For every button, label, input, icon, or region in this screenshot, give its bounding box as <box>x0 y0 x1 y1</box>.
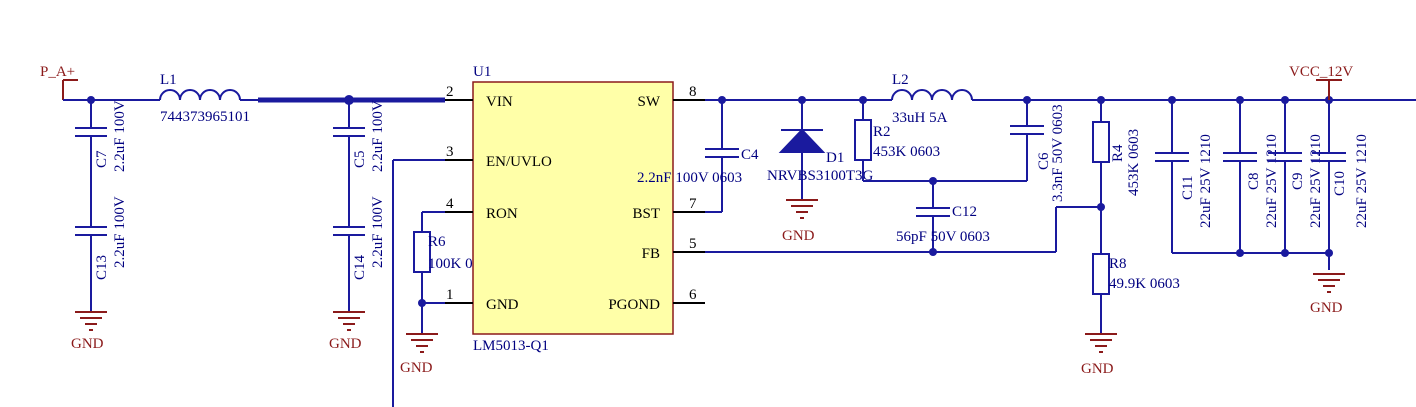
c13-value: 2.2uF 100V <box>112 196 128 268</box>
pin-name-pgond: PGOND <box>608 297 660 313</box>
c12-ref: C12 <box>952 204 977 220</box>
pin-number-bst: 7 <box>689 196 697 212</box>
c9-value: 22uF 25V 1210 <box>1308 134 1324 228</box>
c10-ref: C10 <box>1332 171 1348 196</box>
c5-ref: C5 <box>352 150 368 168</box>
c11-ref: C11 <box>1180 176 1196 200</box>
ground-label-5: GND <box>1081 361 1114 377</box>
c6-value: 3.3nF 50V 0603 <box>1050 104 1066 202</box>
ground-label-2: GND <box>329 336 362 352</box>
inductor-l2: L2 33uH 5A <box>891 72 973 126</box>
c8-ref: C8 <box>1246 172 1262 190</box>
capacitor-c4: C4 2.2nF 100V 0603 <box>637 100 759 213</box>
c14-ref: C14 <box>352 254 368 280</box>
pin-name-en: EN/UVLO <box>486 154 552 170</box>
output-rail <box>972 96 1416 104</box>
fb-wire <box>705 206 1101 253</box>
l1-value: 744373965101 <box>160 109 250 125</box>
output-power-label: VCC_12V <box>1289 64 1353 80</box>
c9-ref: C9 <box>1290 172 1306 190</box>
pin-number-fb: 5 <box>689 236 697 252</box>
resistor-r2: R2 453K 0603 <box>854 100 1027 185</box>
pin-number-vin: 2 <box>446 84 454 100</box>
r8-value: 49.9K 0603 <box>1109 276 1180 292</box>
r2-ref: R2 <box>873 124 891 140</box>
ground-label-6: GND <box>1310 300 1343 316</box>
inductor-l1: L1 744373965101 <box>159 72 250 125</box>
pin-number-sw: 8 <box>689 84 697 100</box>
c7-ref: C7 <box>94 150 110 168</box>
pin-number-en: 3 <box>446 144 454 160</box>
pin-name-bst: BST <box>632 206 660 222</box>
r4-ref: R4 <box>1110 144 1126 162</box>
ground-symbol-2: GND <box>329 311 365 352</box>
d1-ref: D1 <box>826 150 844 166</box>
ground-symbol-1: GND <box>71 311 107 352</box>
output-power-port: VCC_12V <box>1289 64 1353 100</box>
c12-value: 56pF 50V 0603 <box>896 229 990 245</box>
c5-value: 2.2uF 100V <box>370 100 386 172</box>
r2-value: 453K 0603 <box>873 144 940 160</box>
capacitor-c6: C6 3.3nF 50V 0603 <box>1010 100 1066 202</box>
l1-ref: L1 <box>160 72 177 88</box>
ground-symbol-6: GND <box>1310 273 1345 316</box>
output-cap-ground-bus <box>1172 249 1333 257</box>
ground-symbol-4: GND <box>782 199 818 244</box>
pin-number-pgond: 6 <box>689 287 697 303</box>
pin-name-vin: VIN <box>486 94 513 110</box>
ground-label-1: GND <box>71 336 104 352</box>
c6-ref: C6 <box>1036 152 1052 170</box>
c8-value: 22uF 25V 1210 <box>1264 134 1280 228</box>
d1-value: NRVBS3100T3G <box>767 168 873 184</box>
r6-ref: R6 <box>428 234 446 250</box>
pin-name-fb: FB <box>642 246 660 262</box>
r8-ref: R8 <box>1109 256 1127 272</box>
input-power-port: P_A+ <box>40 64 78 100</box>
pin-name-ron: RON <box>486 206 518 222</box>
l2-value: 33uH 5A <box>892 110 948 126</box>
capacitor-c11: C11 22uF 25V 1210 <box>1155 100 1214 253</box>
ic-u1: U1 LM5013-Q1 2 3 4 1 VIN EN/UVLO RON GND… <box>445 64 705 354</box>
l2-ref: L2 <box>892 72 909 88</box>
r4-value: 453K 0603 <box>1126 129 1142 196</box>
resistor-r4: R4 453K 0603 <box>1092 100 1142 254</box>
input-power-label: P_A+ <box>40 64 75 80</box>
capacitor-c8: C8 22uF 25V 1210 <box>1223 100 1280 253</box>
c7-value: 2.2uF 100V <box>112 100 128 172</box>
capacitor-c12: C12 56pF 50V 0603 <box>896 181 990 256</box>
u1-part: LM5013-Q1 <box>473 338 549 354</box>
c11-value: 22uF 25V 1210 <box>1198 134 1214 228</box>
vin-bus <box>240 95 445 105</box>
c4-ref: C4 <box>741 147 759 163</box>
pin-name-gnd: GND <box>486 297 519 313</box>
pin-number-gnd: 1 <box>446 287 454 303</box>
capacitor-c9: C9 22uF 25V 1210 <box>1268 100 1324 253</box>
resistor-r8: R8 49.9K 0603 <box>1092 253 1180 334</box>
ground-label-3: GND <box>400 360 433 376</box>
c13-ref: C13 <box>94 255 110 280</box>
c14-value: 2.2uF 100V <box>370 196 386 268</box>
capacitor-c5: C5 2.2uF 100V <box>333 100 386 227</box>
pin-name-sw: SW <box>638 94 661 110</box>
c10-value: 22uF 25V 1210 <box>1354 134 1370 228</box>
pin-number-ron: 4 <box>446 196 454 212</box>
c4-value: 2.2nF 100V 0603 <box>637 170 742 186</box>
capacitor-c7: C7 2.2uF 100V <box>75 100 128 227</box>
capacitor-c14: C14 2.2uF 100V <box>333 196 386 312</box>
ground-symbol-5: GND <box>1081 333 1117 377</box>
capacitor-c13: C13 2.2uF 100V <box>75 196 128 312</box>
ground-label-4: GND <box>782 228 815 244</box>
ground-symbol-3: GND <box>400 333 438 376</box>
diode-d1: D1 NRVBS3100T3G <box>767 100 873 200</box>
u1-ref: U1 <box>473 64 491 80</box>
